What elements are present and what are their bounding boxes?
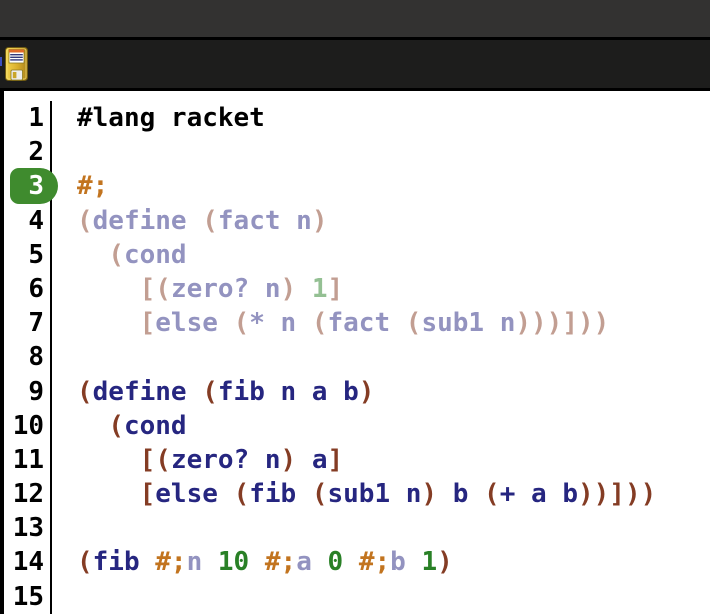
code-line[interactable]: 8	[4, 340, 710, 375]
titlebar-divider	[0, 37, 710, 40]
code-line[interactable]: 4 (define (fact n)	[4, 203, 710, 238]
code-line[interactable]: 6 [(zero? n) 1]	[4, 271, 710, 307]
code-text[interactable]: (fib #;n 10 #;a 0 #;b 1)	[77, 547, 453, 578]
code-line[interactable]: 7 [else (* n (fact (sub1 n)))]))	[4, 306, 710, 341]
line-number: 14	[4, 545, 52, 580]
line-number: 12	[4, 477, 52, 512]
code-text[interactable]	[52, 135, 77, 169]
code-text[interactable]	[52, 580, 77, 614]
line-number: 5	[4, 237, 52, 272]
toolbar-divider	[0, 88, 710, 91]
line-number: 6	[4, 271, 52, 307]
code-line[interactable]: 12 [else (fib (sub1 n) b (+ a b))]))	[4, 477, 710, 512]
code-text[interactable]: (define (fact n)	[77, 205, 328, 236]
code-line[interactable]: 14 (fib #;n 10 #;a 0 #;b 1)	[4, 545, 710, 580]
code-line[interactable]: 5 (cond	[4, 237, 710, 272]
code-text[interactable]: [(zero? n) a]	[139, 444, 344, 475]
line-number: 10	[4, 408, 52, 443]
code-line[interactable]: 3 #;	[4, 168, 710, 205]
toolbar	[0, 40, 710, 88]
line-number: 11	[4, 442, 52, 478]
save-button[interactable]	[5, 47, 28, 81]
line-number: 1	[4, 101, 52, 136]
code-text[interactable]: #lang racket	[77, 103, 265, 133]
code-text[interactable]	[52, 340, 77, 374]
edge-indicator	[0, 57, 2, 66]
line-number-highlighted: 3	[4, 168, 58, 205]
window-titlebar	[0, 0, 710, 37]
code-text[interactable]: (define (fib n a b)	[77, 376, 375, 407]
code-text[interactable]: [else (fib (sub1 n) b (+ a b))]))	[139, 479, 657, 510]
code-text[interactable]	[52, 511, 77, 545]
code-line[interactable]: 9 (define (fib n a b)	[4, 374, 710, 409]
line-number: 8	[4, 340, 52, 375]
code-line[interactable]: 1 #lang racket	[4, 101, 710, 136]
code-text[interactable]: (cond	[108, 410, 187, 441]
code-text[interactable]: (cond	[108, 239, 187, 270]
code-line[interactable]: 2	[4, 135, 710, 170]
code-line[interactable]: 15	[4, 579, 710, 614]
line-number: 9	[4, 374, 52, 409]
code-line[interactable]: 11 [(zero? n) a]	[4, 442, 710, 478]
line-number: 2	[4, 135, 52, 170]
line-number: 13	[4, 511, 52, 546]
code-text[interactable]: [else (* n (fact (sub1 n)))]))	[139, 308, 610, 339]
code-text[interactable]: [(zero? n) 1]	[139, 273, 344, 304]
code-text[interactable]: #;	[77, 171, 109, 202]
line-number: 15	[4, 579, 52, 614]
line-number: 4	[4, 203, 52, 238]
line-number: 7	[4, 306, 52, 341]
code-line[interactable]: 10 (cond	[4, 408, 710, 443]
code-line[interactable]: 13	[4, 511, 710, 546]
floppy-disk-icon	[5, 47, 28, 81]
